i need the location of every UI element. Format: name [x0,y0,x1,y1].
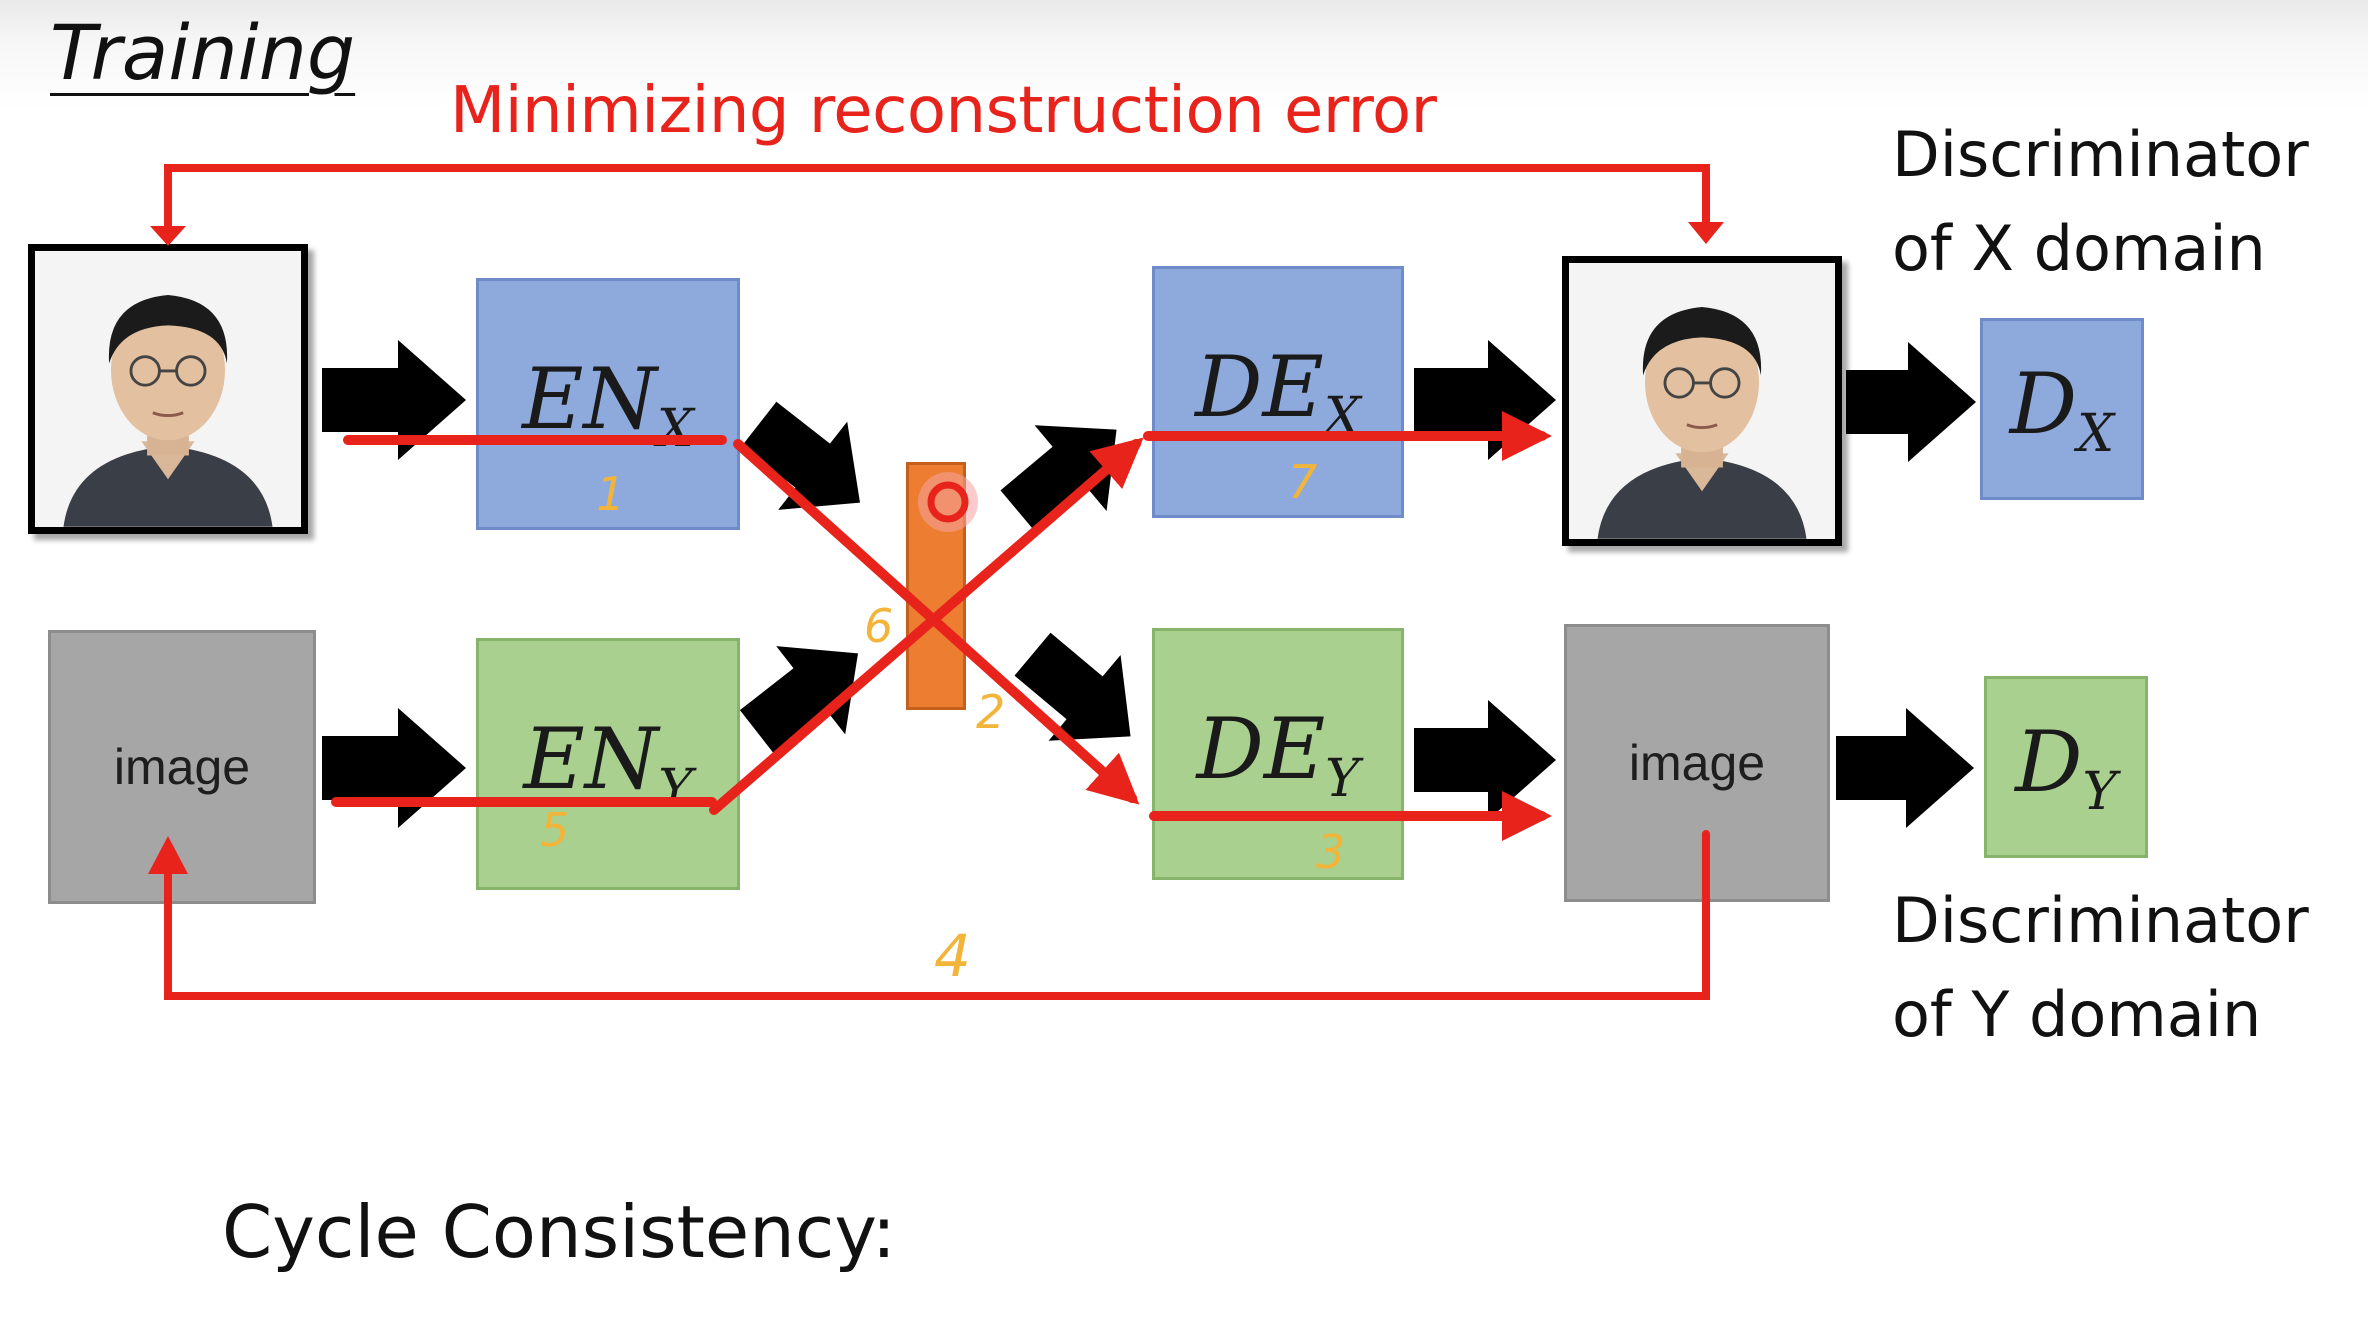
step-number-5: 5 [540,803,569,857]
black-arrow-code-to-dey [1014,632,1131,741]
image-box-left: image [48,630,316,904]
black-arrow-dey-to-image [1414,700,1556,820]
image-box-left-label: image [113,739,251,795]
face-photo-input [28,244,308,534]
reconstruction-caption: Minimizing reconstruction error [450,74,1437,148]
step-number-2: 2 [976,685,1005,739]
red-circle-marker [918,472,978,532]
red-arrowhead-top-right [1688,222,1724,244]
step-number-6: 6 [864,599,893,653]
black-arrow-image-to-eny [322,708,466,828]
red-loop-bottom [164,830,1710,1000]
face-photo-input-icon [35,251,301,527]
black-arrow-photo-to-dx [1846,342,1976,462]
slide-title: Training [50,8,356,97]
decoder-x-label: DEX [1195,337,1361,447]
red-circle-marker-ring [927,481,969,523]
decoder-y-label: DEY [1196,699,1360,809]
red-path-cross-up [709,437,1144,815]
encoder-y-box: ENY [476,638,740,890]
encoder-y-label: ENY [523,709,693,819]
discriminator-x-box: DX [1980,318,2144,500]
discriminator-y-line1: Discriminator [1892,884,2309,957]
black-arrow-image-to-dy [1836,708,1974,828]
cycle-consistency-text: Cycle Consistency: [222,1190,897,1274]
black-arrow-dex-to-photo [1414,340,1556,460]
discriminator-x-box-label: DX [2009,354,2115,464]
black-arrow-code-to-dex [1000,425,1117,534]
discriminator-y-box-label: DY [2015,712,2117,822]
black-arrow-enx-to-code [741,401,861,510]
face-photo-output-icon [1569,263,1835,539]
encoder-x-box: ENX [476,278,740,530]
image-box-right: image [1564,624,1830,902]
image-box-right-label: image [1628,735,1766,791]
discriminator-y-caption: Discriminator of Y domain [1892,874,2309,1062]
discriminator-y-box: DY [1984,676,2148,858]
black-arrow-eny-to-code [739,646,859,755]
red-loop-top [164,164,1710,240]
red-arrowhead-bottom-left [148,836,188,874]
decoder-x-box: DEX [1152,266,1404,518]
discriminator-y-line2: of Y domain [1892,978,2262,1051]
step-number-1: 1 [596,467,625,521]
decoder-y-box: DEY [1152,628,1404,880]
discriminator-x-line2: of X domain [1892,212,2266,285]
step-number-7: 7 [1288,455,1317,509]
red-arrowhead-top-left [150,226,186,246]
black-arrow-photo-to-enx [322,340,466,460]
face-photo-output [1562,256,1842,546]
step-number-4: 4 [934,922,971,990]
discriminator-x-caption: Discriminator of X domain [1892,108,2309,296]
encoder-x-label: ENX [522,349,694,459]
step-number-3: 3 [1316,825,1345,879]
discriminator-x-line1: Discriminator [1892,118,2309,191]
